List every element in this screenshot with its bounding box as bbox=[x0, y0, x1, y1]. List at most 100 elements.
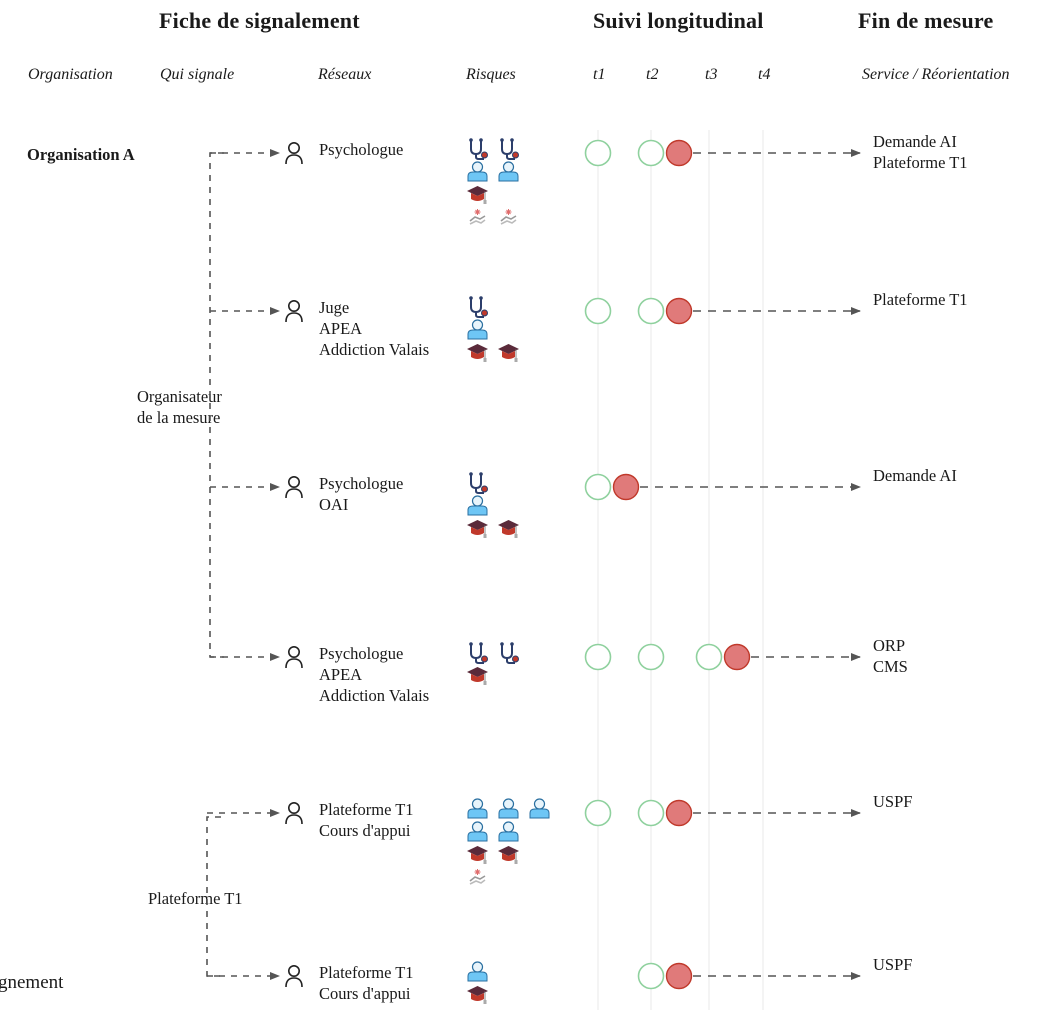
signaler-plateforme-t1-label: Plateforme T1 bbox=[148, 888, 245, 909]
column-t4: t4 bbox=[758, 66, 771, 83]
social-risk-icon bbox=[469, 209, 486, 225]
person-risk-icon bbox=[467, 319, 488, 340]
column-organisation: Organisation bbox=[28, 66, 113, 83]
school-risk-icon bbox=[467, 186, 488, 204]
reseau-label: Psychologue bbox=[319, 474, 404, 493]
followup-marker bbox=[637, 643, 665, 671]
school-risk-icon bbox=[498, 344, 519, 362]
signaler-person-icon bbox=[285, 802, 303, 825]
followup-marker bbox=[584, 643, 612, 671]
followup-marker bbox=[584, 139, 612, 167]
column-risques: Risques bbox=[466, 66, 516, 83]
school-risk-icon bbox=[467, 986, 488, 1004]
bracket-plateforme-t1 bbox=[206, 816, 221, 977]
case-row bbox=[207, 961, 861, 1004]
followup-marker bbox=[584, 297, 612, 325]
school-risk-icon bbox=[467, 846, 488, 864]
reseau-label: Cours d'appui bbox=[319, 984, 411, 1003]
header-fiche-de-signalement: Fiche de signalement bbox=[159, 8, 360, 33]
followup-marker bbox=[637, 139, 665, 167]
signaler-person-icon bbox=[285, 476, 303, 499]
header-suivi-longitudinal: Suivi longitudinal bbox=[593, 8, 764, 33]
outcome-label: CMS bbox=[873, 657, 908, 676]
person-risk-icon bbox=[467, 161, 488, 182]
reseau-label: Addiction Valais bbox=[319, 686, 430, 705]
signaler-person-icon bbox=[285, 646, 303, 669]
issue-marker bbox=[723, 643, 751, 671]
followup-marker bbox=[637, 962, 665, 990]
person-risk-icon bbox=[467, 798, 488, 819]
outcome-label: USPF bbox=[873, 955, 913, 974]
outcome-label: Demande AI bbox=[873, 466, 957, 485]
signaler-person-icon bbox=[285, 965, 303, 988]
organisation-a-label: Organisation A bbox=[27, 145, 135, 164]
medical-risk-icon bbox=[500, 642, 519, 664]
person-risk-icon bbox=[529, 798, 550, 819]
timeline-gridlines bbox=[597, 130, 764, 1010]
school-risk-icon bbox=[498, 520, 519, 538]
outcome-label: Plateforme T1 bbox=[873, 290, 968, 309]
followup-marker bbox=[637, 297, 665, 325]
reseau-label: Addiction Valais bbox=[319, 340, 430, 359]
reseau-label: APEA bbox=[319, 319, 363, 338]
person-risk-icon bbox=[498, 798, 519, 819]
signaler-person-icon bbox=[285, 300, 303, 323]
issue-marker bbox=[665, 139, 693, 167]
rows-layer bbox=[207, 138, 861, 1004]
column-t2: t2 bbox=[646, 66, 659, 83]
reseau-label: Cours d'appui bbox=[319, 821, 411, 840]
followup-marker bbox=[584, 473, 612, 501]
reseau-label: Plateforme T1 bbox=[319, 800, 414, 819]
case-row bbox=[210, 472, 861, 538]
reseau-label: APEA bbox=[319, 665, 363, 684]
person-risk-icon bbox=[467, 495, 488, 516]
column-qui-signale: Qui signale bbox=[160, 66, 235, 83]
medical-risk-icon bbox=[469, 472, 488, 494]
column-t1: t1 bbox=[593, 66, 606, 83]
person-risk-icon bbox=[467, 821, 488, 842]
signaler-brackets bbox=[206, 152, 224, 977]
issue-marker bbox=[665, 297, 693, 325]
truncated-text: gnement bbox=[0, 972, 64, 993]
followup-marker bbox=[637, 799, 665, 827]
school-risk-icon bbox=[467, 520, 488, 538]
medical-risk-icon bbox=[469, 642, 488, 664]
issue-marker bbox=[665, 962, 693, 990]
school-risk-icon bbox=[467, 667, 488, 685]
bracket-organisateur bbox=[209, 152, 224, 658]
column-service-reorientation: Service / Réorientation bbox=[862, 66, 1010, 83]
signaler-person-icon bbox=[285, 142, 303, 165]
case-row bbox=[207, 798, 861, 885]
column-t3: t3 bbox=[705, 66, 718, 83]
outcome-label: Demande AI bbox=[873, 132, 957, 151]
medical-risk-icon bbox=[469, 296, 488, 318]
signaler-organisateur-label: Organisateur de la mesure bbox=[137, 386, 224, 428]
outcome-label: Plateforme T1 bbox=[873, 153, 968, 172]
social-risk-icon bbox=[500, 209, 517, 225]
reseau-label: Juge bbox=[319, 298, 350, 317]
reseau-label: Plateforme T1 bbox=[319, 963, 414, 982]
header-fin-de-mesure: Fin de mesure bbox=[858, 8, 994, 33]
followup-marker bbox=[695, 643, 723, 671]
outcome-label: USPF bbox=[873, 792, 913, 811]
case-row bbox=[210, 642, 861, 685]
outcome-label: ORP bbox=[873, 636, 906, 655]
case-row bbox=[210, 296, 861, 362]
social-risk-icon bbox=[469, 869, 486, 885]
column-reseaux: Réseaux bbox=[318, 66, 372, 83]
reseau-label: OAI bbox=[319, 495, 349, 514]
school-risk-icon bbox=[467, 344, 488, 362]
followup-marker bbox=[584, 799, 612, 827]
school-risk-icon bbox=[498, 846, 519, 864]
medical-risk-icon bbox=[469, 138, 488, 160]
issue-marker bbox=[665, 799, 693, 827]
issue-marker bbox=[612, 473, 640, 501]
person-risk-icon bbox=[467, 961, 488, 982]
reseau-label: Psychologue bbox=[319, 140, 404, 159]
person-risk-icon bbox=[498, 161, 519, 182]
person-risk-icon bbox=[498, 821, 519, 842]
case-row bbox=[210, 138, 861, 225]
medical-risk-icon bbox=[500, 138, 519, 160]
reseau-label: Psychologue bbox=[319, 644, 404, 663]
